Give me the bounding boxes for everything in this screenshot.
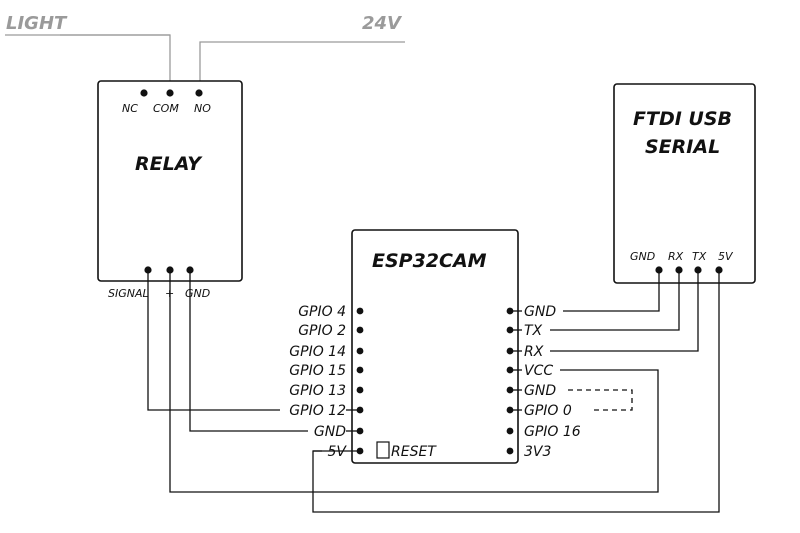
voltage-label: 24V <box>362 13 403 34</box>
esp-right-pin-gpio16 <box>506 427 514 435</box>
ftdi-pin-label-gnd: GND <box>630 250 655 263</box>
wire-esp-rx-to-ftdi-tx <box>550 270 699 352</box>
esp-right-pin-3v3 <box>506 447 514 455</box>
voltage-wire-to-no <box>199 41 405 85</box>
esp-left-label-gpio13: GPIO 13 <box>289 383 346 399</box>
esp-right-label-rx: RX <box>524 344 544 360</box>
relay-pin-nc <box>140 89 148 97</box>
reset-button <box>376 441 390 459</box>
esp-left-label-gpio15: GPIO 15 <box>289 363 346 379</box>
ftdi-pin-label-tx: TX <box>692 250 707 263</box>
esp-right-label-tx: TX <box>524 323 543 339</box>
esp32cam-box <box>351 229 519 464</box>
esp-left-pin-gpio13 <box>356 386 364 394</box>
wire-esp-vcc-to-relay-plus <box>169 270 659 493</box>
reset-label: RESET <box>391 444 437 460</box>
esp-left-label-gpio12: GPIO 12 <box>289 403 346 419</box>
esp-left-pin-gpio4 <box>356 307 364 315</box>
esp-left-label-gpio14: GPIO 14 <box>289 344 346 360</box>
power-lines: LIGHT 24V <box>5 13 405 85</box>
relay-pin-no <box>195 89 203 97</box>
esp32cam-title: ESP32CAM <box>372 250 487 272</box>
esp-right-label-gnd2: GND <box>524 383 556 399</box>
relay-pin-label-com: COM <box>153 102 179 115</box>
esp-right-label-vcc: VCC <box>524 363 553 379</box>
ftdi-pin-label-rx: RX <box>668 250 684 263</box>
esp-right-label-3v3: 3V3 <box>524 444 551 460</box>
esp-left-pin-gpio14 <box>356 347 364 355</box>
relay-title: RELAY <box>135 153 203 175</box>
esp-left-label-gpio4: GPIO 4 <box>298 304 346 320</box>
ftdi-module: FTDI USB SERIAL GND RX TX 5V <box>613 83 756 284</box>
wire-esp-tx-to-ftdi-rx <box>550 270 680 331</box>
relay-pin-label-nc: NC <box>122 102 138 115</box>
wire-relay-gnd-to-esp-gnd <box>189 270 308 432</box>
esp-left-label-gnd: GND <box>314 424 346 440</box>
esp-right-label-gpio16: GPIO 16 <box>524 424 581 440</box>
light-wire-to-com <box>5 34 171 85</box>
esp-left-pin-gpio2 <box>356 326 364 334</box>
ftdi-title-line2: SERIAL <box>645 136 720 158</box>
wire-relay-signal-to-gpio12 <box>147 270 280 411</box>
wire-esp-5v-to-ftdi-5v <box>312 270 720 513</box>
esp-right-label-gpio0: GPIO 0 <box>524 403 572 419</box>
relay-module: NC COM NO RELAY SIGNAL + GND <box>97 80 243 300</box>
relay-pin-com <box>166 89 174 97</box>
light-label: LIGHT <box>6 13 68 34</box>
esp-right-label-gnd: GND <box>524 304 556 320</box>
jumper-gnd-to-gpio0 <box>568 389 633 411</box>
esp-left-pin-gpio15 <box>356 366 364 374</box>
relay-pin-label-gnd: GND <box>185 287 210 300</box>
ftdi-title-line1: FTDI USB <box>633 108 732 130</box>
ftdi-box <box>613 83 756 284</box>
relay-pin-label-no: NO <box>194 102 211 115</box>
esp-left-label-5v: 5V <box>328 444 348 460</box>
ftdi-pin-label-5v: 5V <box>718 250 734 263</box>
wires <box>147 270 720 513</box>
relay-pin-label-signal: SIGNAL <box>108 287 149 300</box>
esp32cam-module: ESP32CAM GPIO 4 GPIO 2 GPIO 14 GPIO 15 G… <box>289 229 581 464</box>
wire-esp-gnd-to-ftdi-gnd <box>563 270 660 312</box>
esp-left-label-gpio2: GPIO 2 <box>298 323 346 339</box>
